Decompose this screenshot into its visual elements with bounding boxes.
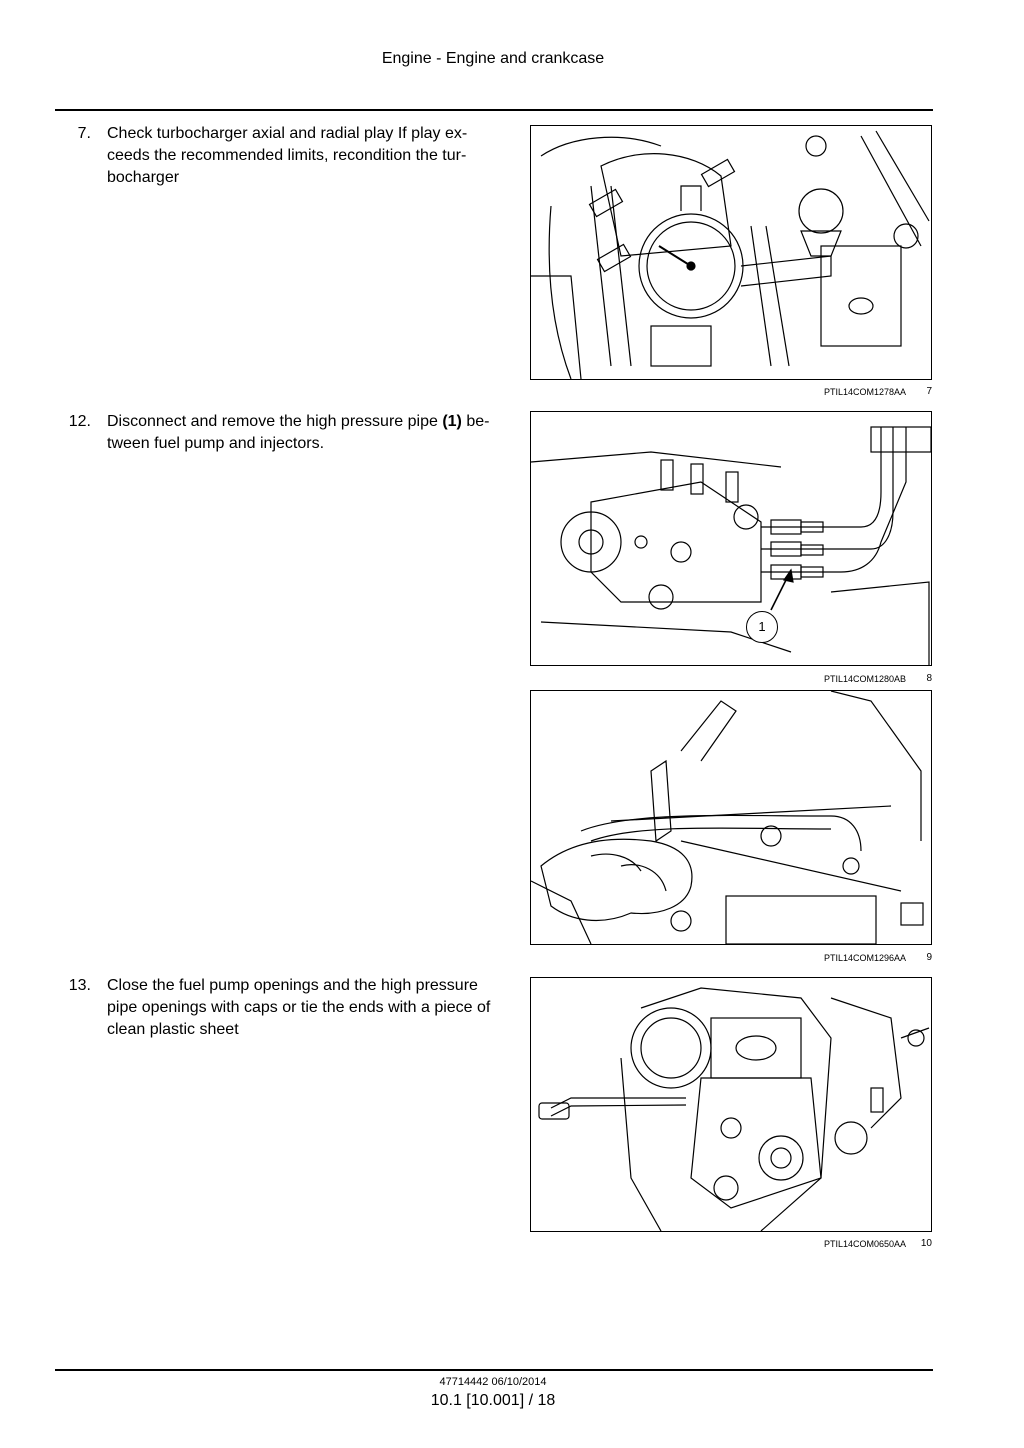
- figure-code: PTIL14COM0650AA: [823, 1239, 906, 1249]
- figure-9-pipe-removal-illustration: [530, 690, 932, 945]
- figure-code: PTIL14COM1296AA: [823, 953, 906, 963]
- step-number: 12.: [68, 413, 91, 430]
- callout-reference: (1): [442, 413, 462, 430]
- step-text: Close the fuel pump openings and the hig…: [107, 977, 491, 1038]
- figure-7-dial-gauge-illustration: [530, 125, 932, 380]
- figure-number: 7: [926, 386, 932, 397]
- figure-code: PTIL14COM1278AA: [823, 387, 906, 397]
- figure-code: PTIL14COM1280AB: [823, 674, 906, 684]
- figure-number: 9: [926, 952, 932, 963]
- step-number: 7.: [77, 125, 91, 142]
- header-rule: [55, 109, 933, 111]
- callout-1: 1: [746, 611, 778, 643]
- footer-doc-id: 47714442 06/10/2014: [439, 1376, 547, 1388]
- footer-page-number: 10.1 [10.001] / 18: [430, 1392, 556, 1409]
- footer-rule: [55, 1369, 933, 1371]
- step-text: Disconnect and remove the high pressure …: [107, 413, 490, 452]
- step-number: 13.: [68, 977, 91, 994]
- figure-8-fuel-pump-illustration: 1: [530, 411, 932, 666]
- figure-number: 10: [920, 1238, 932, 1249]
- figure-10-fuel-pump-caps-illustration: [530, 977, 932, 1232]
- step-text: Check turbocharger axial and radial play…: [107, 125, 468, 186]
- page-header: Engine - Engine and crankcase: [381, 50, 605, 67]
- figure-number: 8: [926, 673, 932, 684]
